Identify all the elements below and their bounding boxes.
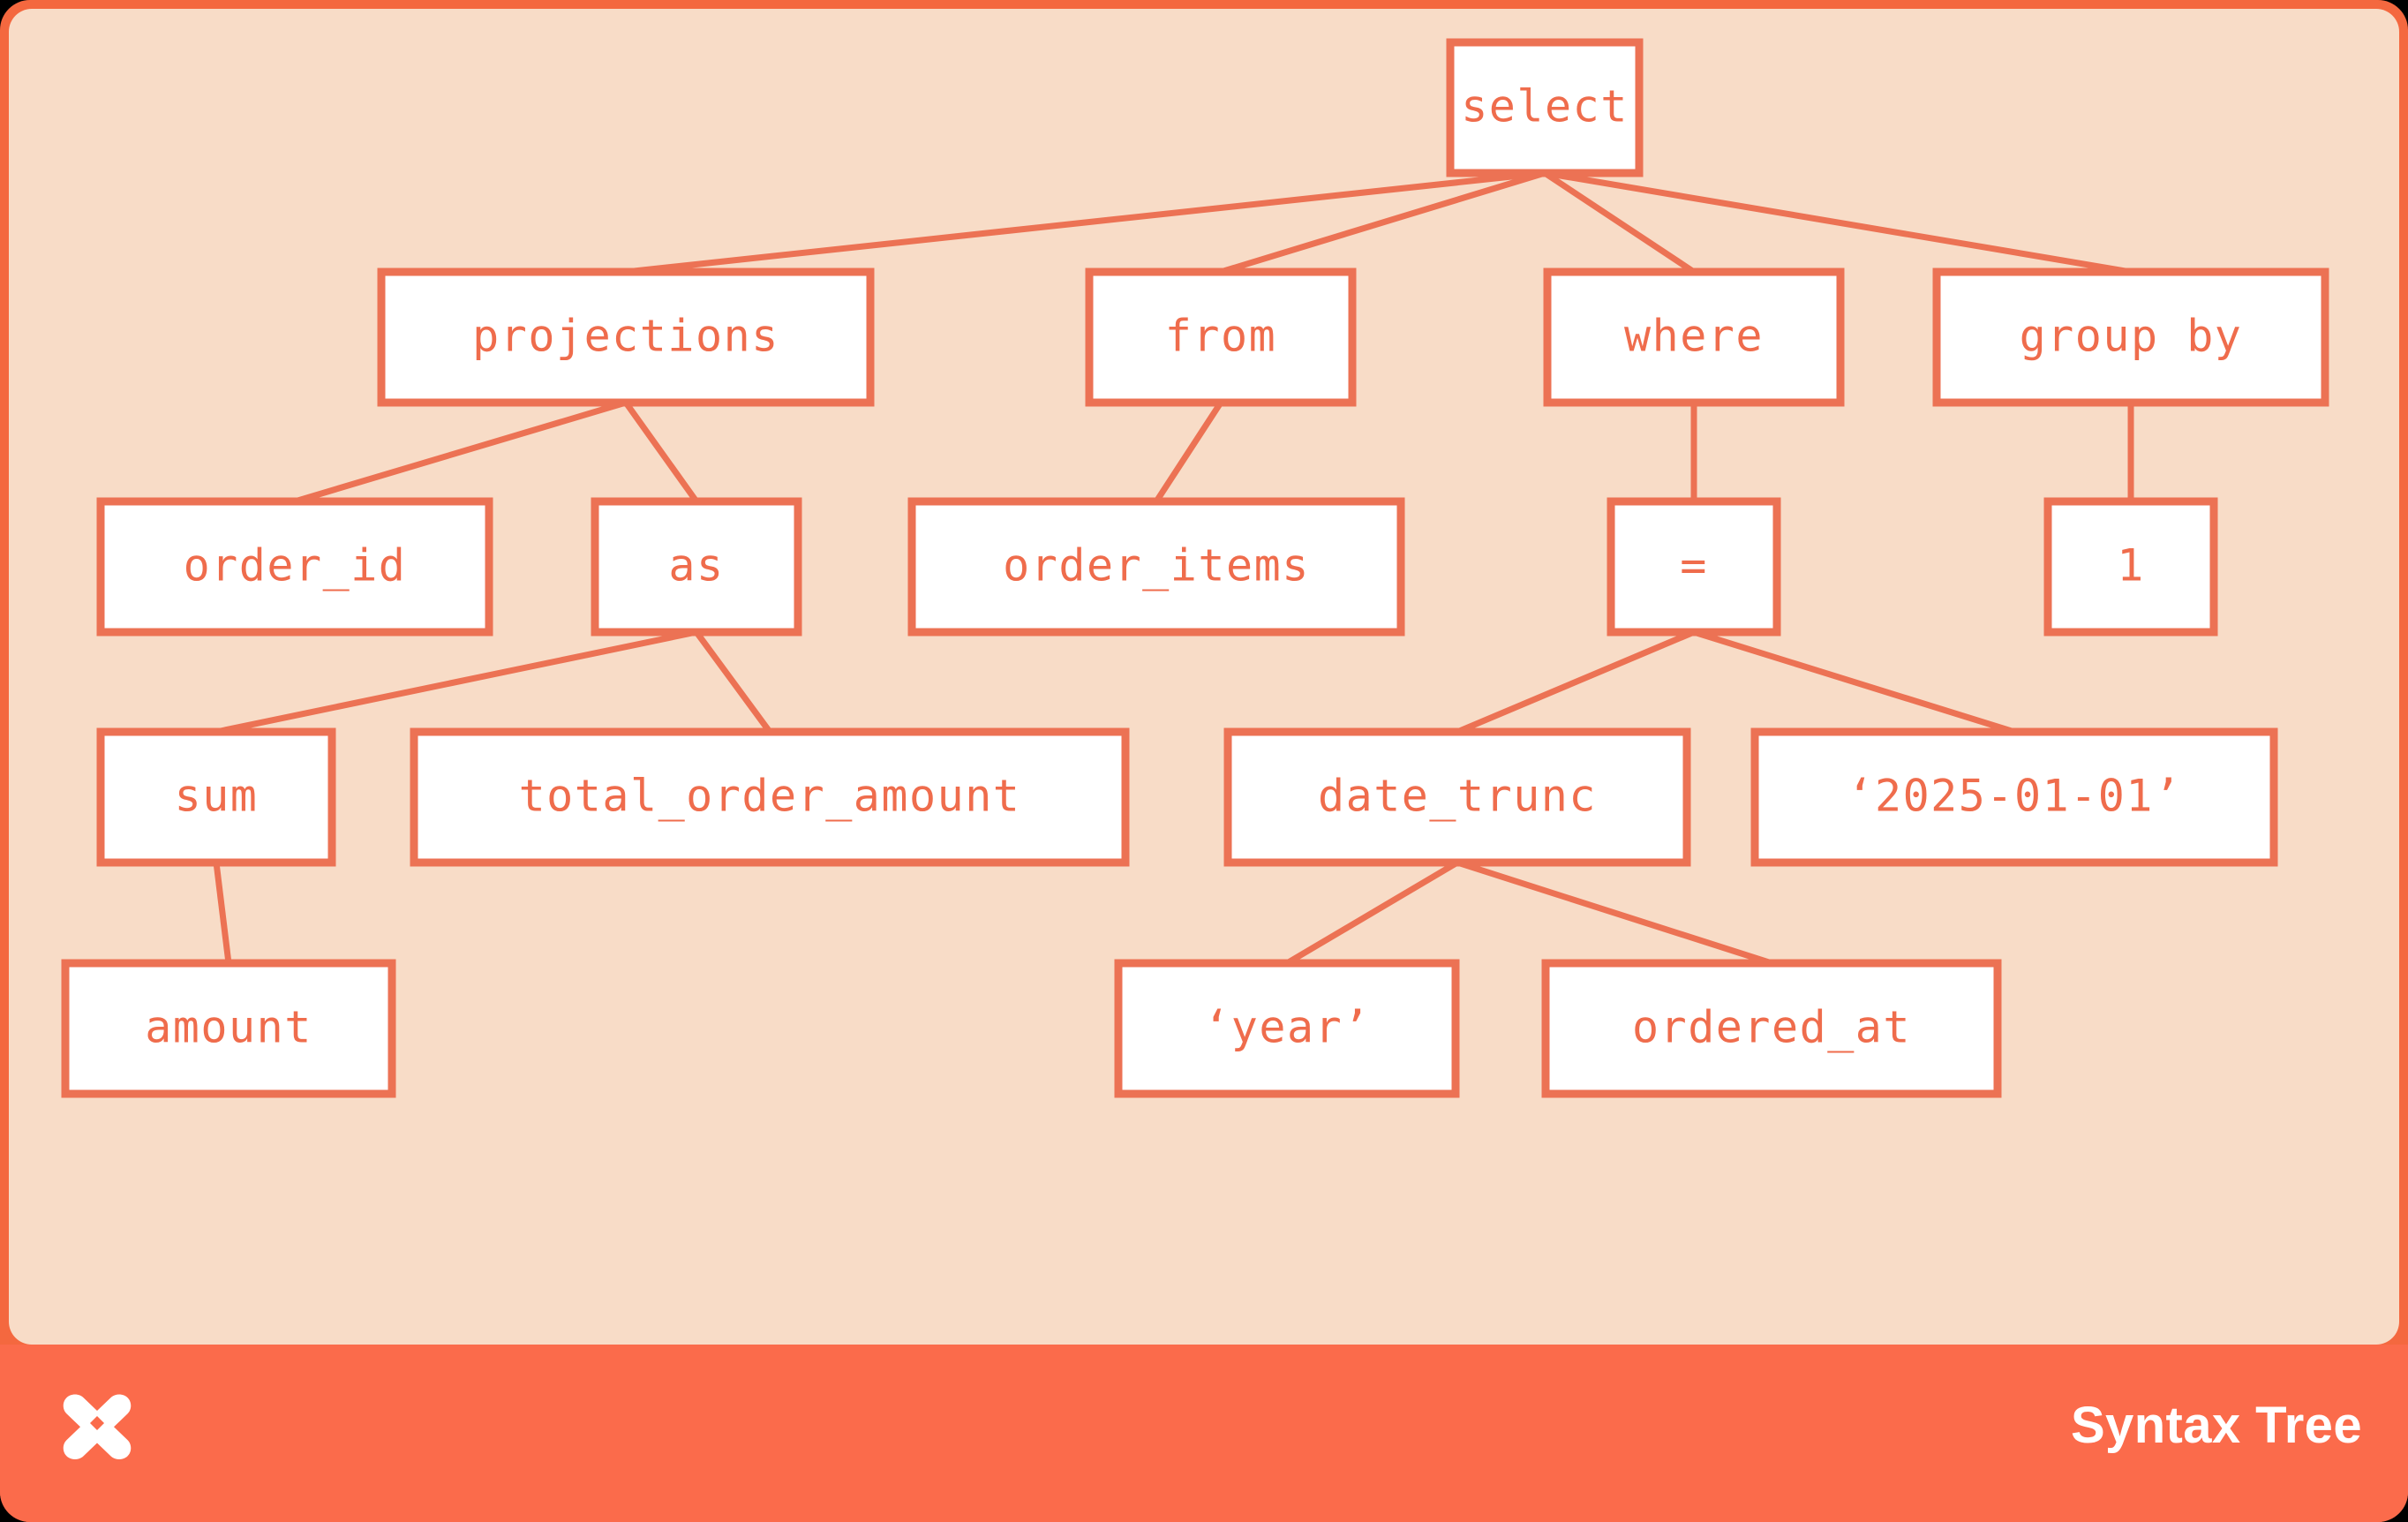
tree-edge: [1154, 401, 1223, 503]
node-label: as: [668, 540, 724, 591]
node-box: [1446, 38, 1644, 177]
node-box: [1607, 497, 1781, 637]
node-box: [377, 267, 875, 407]
tree-node-one[interactable]: 1: [2043, 497, 2218, 637]
tree-edge: [694, 629, 772, 735]
footer-bar: Syntax Tree: [0, 1345, 2408, 1522]
node-label: total_order_amount: [519, 771, 1021, 822]
tree-node-as[interactable]: as: [591, 497, 802, 637]
tree-node-where[interactable]: where: [1543, 267, 1845, 407]
tree-edge: [1544, 170, 2132, 275]
tree-node-ordered_at[interactable]: ordered_at: [1541, 959, 2002, 1098]
node-box: [1543, 267, 1845, 407]
tree-node-select[interactable]: select: [1446, 38, 1644, 177]
node-box: [1114, 959, 1460, 1098]
tree-edge: [1692, 629, 2016, 735]
tree-edge: [623, 400, 699, 504]
node-box: [1541, 959, 2002, 1098]
tree-edge: [213, 862, 232, 964]
tree-node-sum[interactable]: sum: [96, 727, 336, 867]
node-box: [96, 727, 336, 867]
tree-node-group_by[interactable]: group by: [1932, 267, 2329, 407]
edge-layer: [213, 170, 2134, 967]
tree-node-order_items[interactable]: order_items: [907, 497, 1405, 637]
node-box: [96, 497, 493, 637]
node-label: sum: [175, 771, 259, 822]
node-label: =: [1680, 540, 1708, 591]
node-layer: select projections from where group by order_…: [61, 38, 2329, 1098]
node-box: [1750, 727, 2278, 867]
x-star-logo-icon: [63, 1394, 132, 1459]
node-box: [907, 497, 1405, 637]
tree-node-year_literal[interactable]: ‘year’: [1114, 959, 1460, 1098]
node-label: date_trunc: [1318, 771, 1597, 822]
tree-node-order_id[interactable]: order_id: [96, 497, 493, 637]
tree-node-date_literal[interactable]: ‘2025-01-01’: [1750, 727, 2278, 867]
node-label: order_items: [1003, 540, 1310, 591]
tree-node-total_order_amount[interactable]: total_order_amount: [410, 727, 1130, 867]
tree-edge: [293, 399, 628, 505]
node-label: ‘2025-01-01’: [1847, 771, 2181, 822]
node-label: order_id: [184, 540, 407, 591]
tree-edge: [1456, 629, 1696, 735]
node-label: projections: [472, 311, 779, 362]
node-label: from: [1165, 311, 1276, 362]
node-box: [61, 959, 396, 1098]
node-box: [410, 727, 1130, 867]
tree-node-from[interactable]: from: [1085, 267, 1357, 407]
tree-node-date_trunc[interactable]: date_trunc: [1223, 727, 1691, 867]
node-box: [591, 497, 802, 637]
tree-edge: [1543, 170, 1696, 275]
node-label: select: [1461, 81, 1629, 132]
tree-node-amount[interactable]: amount: [61, 959, 396, 1098]
tree-canvas: select projections from where group by order_…: [9, 9, 2399, 1345]
node-label: amount: [145, 1002, 312, 1053]
syntax-tree-graphic: select projections from where group by order_…: [61, 38, 2329, 1098]
node-box: [1223, 727, 1691, 867]
node-label: ‘year’: [1203, 1002, 1371, 1053]
tree-edge: [1456, 859, 1773, 967]
tree-edge: [1285, 859, 1459, 967]
node-label: 1: [2117, 540, 2145, 591]
node-box: [1932, 267, 2329, 407]
tree-node-eq[interactable]: =: [1607, 497, 1781, 637]
tree-edge: [625, 170, 1546, 275]
footer-title: Syntax Tree: [2070, 1397, 2362, 1454]
node-label: ordered_at: [1632, 1002, 1911, 1053]
node-box: [2043, 497, 2218, 637]
node-box: [1085, 267, 1357, 407]
node-label: where: [1624, 311, 1764, 362]
tree-node-projections[interactable]: projections: [377, 267, 875, 407]
tree-edge: [215, 629, 697, 735]
tree-edge: [1219, 170, 1546, 275]
node-label: group by: [2020, 311, 2243, 362]
